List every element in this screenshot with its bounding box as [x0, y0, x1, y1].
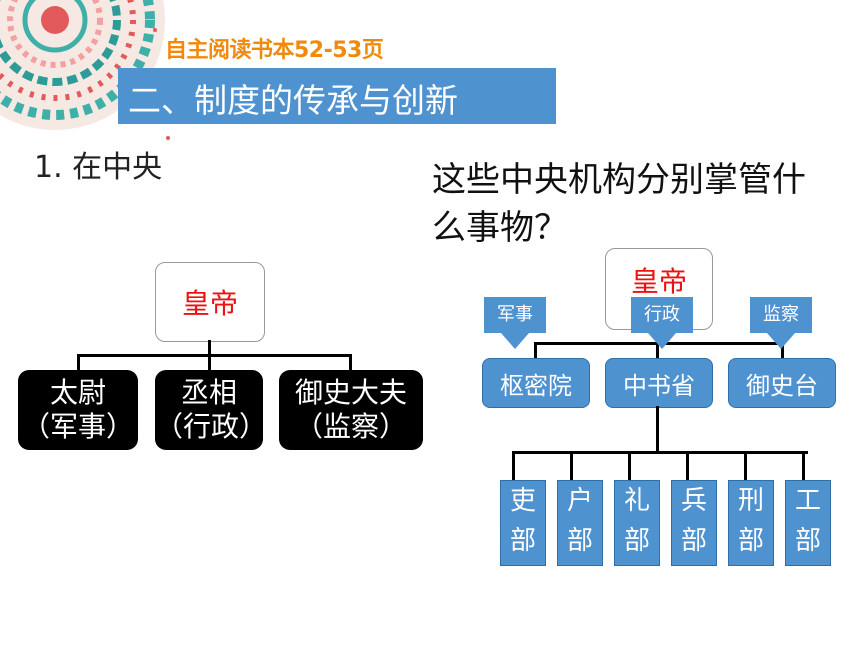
left-emperor-box: 皇帝	[155, 262, 265, 342]
right-emperor-label: 皇帝	[630, 265, 687, 298]
office-shumiyuan-label: 枢密院	[500, 371, 572, 400]
dept-drop-5	[744, 451, 747, 480]
left-connector-horizontal	[77, 354, 352, 357]
title-bar	[118, 68, 556, 124]
dept-xingbu-top: 刑	[737, 486, 764, 516]
office-zhongshusheng-label: 中书省	[623, 371, 695, 400]
dept-bingbu-bottom: 部	[680, 526, 707, 556]
office-yushidafu-name: 御史大夫	[294, 376, 407, 409]
dept-libu-rites-bottom: 部	[623, 526, 650, 556]
dept-hubu: 户 部	[557, 480, 603, 566]
dept-hubu-bottom: 部	[566, 526, 593, 556]
dept-gongbu-top: 工	[794, 486, 821, 516]
office-taiwei: 太尉 （军事）	[18, 370, 138, 450]
dept-drop-2	[570, 451, 573, 480]
callout-supervision-arrow	[767, 333, 795, 349]
dept-libu-rites: 礼 部	[614, 480, 660, 566]
dept-libu-personnel-top: 吏	[509, 486, 536, 516]
left-connector-drop-3	[349, 354, 352, 370]
callout-administration-label: 行政	[644, 304, 680, 325]
office-yushidafu: 御史大夫 （监察）	[279, 370, 423, 450]
dept-drop-6	[802, 451, 805, 480]
dept-gongbu: 工 部	[785, 480, 831, 566]
right-top-drop-3	[781, 342, 784, 358]
slide-title: 二、制度的传承与创新	[128, 81, 458, 120]
dept-connector-vertical	[656, 406, 659, 454]
office-yushitai-label: 御史台	[746, 371, 818, 400]
office-chengxiang: 丞相 （行政）	[155, 370, 268, 450]
dept-xingbu: 刑 部	[728, 480, 774, 566]
callout-military-label: 军事	[497, 304, 533, 325]
right-top-drop-1	[534, 342, 537, 358]
dept-hubu-top: 户	[566, 486, 593, 516]
callout-supervision: 监察	[750, 297, 812, 333]
left-connector-drop-1	[77, 354, 80, 370]
office-shumiyuan: 枢密院	[482, 358, 590, 408]
callout-administration: 行政	[631, 297, 693, 333]
dept-gongbu-bottom: 部	[794, 526, 821, 556]
dept-drop-1	[512, 451, 515, 480]
section-label: 1. 在中央	[34, 150, 163, 185]
left-emperor-label: 皇帝	[181, 287, 238, 320]
dept-drop-4	[686, 451, 689, 480]
dept-connector-horizontal	[512, 451, 808, 454]
callout-supervision-label: 监察	[763, 304, 799, 325]
dept-drop-3	[628, 451, 631, 480]
dept-libu-personnel: 吏 部	[500, 480, 546, 566]
office-zhongshusheng: 中书省	[605, 358, 713, 408]
callout-military-arrow	[501, 333, 529, 349]
office-yushidafu-role: （监察）	[294, 410, 407, 443]
callout-administration-arrow	[648, 333, 676, 349]
dept-libu-personnel-bottom: 部	[509, 526, 536, 556]
office-chengxiang-name: 丞相	[180, 376, 237, 409]
office-taiwei-role: （军事）	[21, 410, 134, 443]
dept-bingbu-top: 兵	[680, 486, 707, 516]
callout-military: 军事	[484, 297, 546, 333]
office-taiwei-name: 太尉	[49, 376, 106, 409]
dept-bingbu: 兵 部	[671, 480, 717, 566]
office-yushitai: 御史台	[728, 358, 836, 408]
dept-libu-rites-top: 礼	[623, 486, 650, 516]
left-connector-drop-2	[208, 354, 211, 370]
left-connector-vertical	[208, 340, 211, 356]
reading-assignment-subtitle: 自主阅读书本52-53页	[165, 38, 384, 63]
dept-xingbu-bottom: 部	[737, 526, 764, 556]
discussion-question: 这些中央机构分别掌管什么事物？	[432, 160, 806, 248]
office-chengxiang-role: （行政）	[155, 410, 268, 443]
